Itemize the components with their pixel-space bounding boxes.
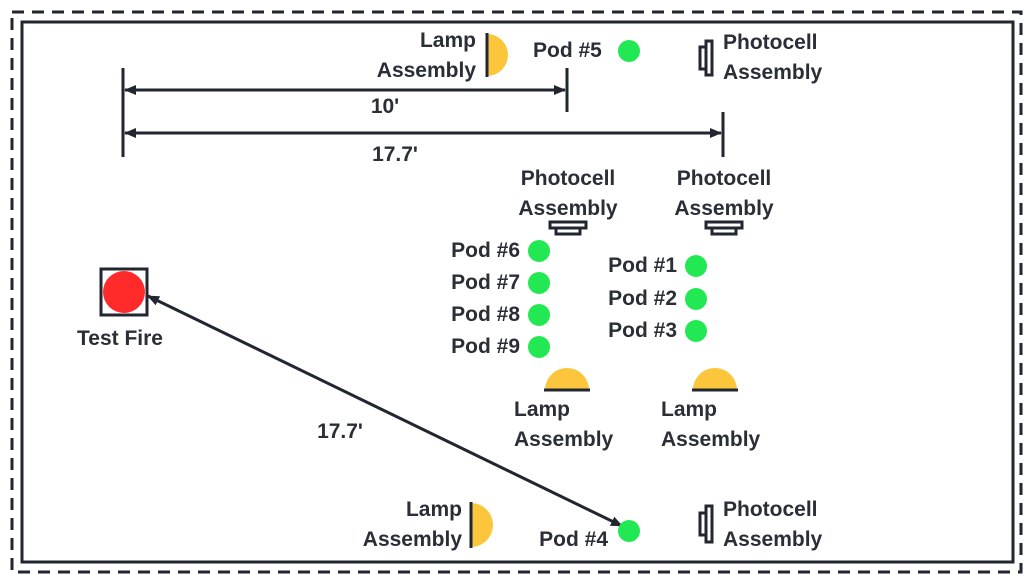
pod8-icon xyxy=(528,304,550,326)
photocell-mid-right-label: Photocell Assembly xyxy=(654,164,794,224)
pod2-label: Pod #2 xyxy=(608,287,677,310)
photocell-mid-right-icon xyxy=(704,220,744,236)
lamp-bottom-label-line2: Assembly xyxy=(362,528,462,551)
test-fire-frame xyxy=(99,267,149,317)
pod3-label: Pod #3 xyxy=(608,319,677,342)
lamp-top-icon xyxy=(485,33,508,77)
pod4-icon xyxy=(618,520,640,542)
inner-border xyxy=(20,20,1015,564)
pod1-label: Pod #1 xyxy=(608,254,677,277)
lamp-mid-right-label-line2: Assembly xyxy=(661,428,761,451)
lamp-top-label-line2: Assembly xyxy=(376,59,476,82)
dimension-label-17ft-top: 17.7' xyxy=(372,143,418,166)
dimension-label-10ft: 10' xyxy=(370,95,400,118)
photocell-top-label-line2: Assembly xyxy=(723,61,823,84)
pod5-label: Pod #5 xyxy=(533,39,602,62)
lamp-mid-right-label: Lamp Assembly xyxy=(661,395,760,455)
pod6-label: Pod #6 xyxy=(451,239,520,262)
lamp-mid-left-label-line2: Assembly xyxy=(514,428,614,451)
lamp-top-label-line1: Lamp xyxy=(419,29,476,52)
photocell-mid-right-label-line1: Photocell xyxy=(676,167,772,190)
dimension-label-17ft-diagonal: 17.7' xyxy=(317,420,363,443)
pod9-label: Pod #9 xyxy=(451,335,520,358)
lamp-bottom-label: Lamp Assembly xyxy=(326,495,462,555)
photocell-bottom-label: Photocell Assembly xyxy=(723,495,822,555)
photocell-mid-left-label: Photocell Assembly xyxy=(498,164,638,224)
photocell-bottom-icon xyxy=(698,504,714,544)
lamp-mid-right-icon xyxy=(692,368,738,392)
photocell-mid-right-label-line2: Assembly xyxy=(674,197,774,220)
pod9-icon xyxy=(528,336,550,358)
pod8-label: Pod #8 xyxy=(451,303,520,326)
outer-dashed-border xyxy=(10,10,1023,574)
lamp-bottom-label-line1: Lamp xyxy=(405,498,462,521)
dimension-arrow-diagonal xyxy=(147,294,623,528)
photocell-mid-left-label-line2: Assembly xyxy=(518,197,618,220)
lamp-mid-right-label-line1: Lamp xyxy=(661,398,718,421)
pod7-label: Pod #7 xyxy=(451,271,520,294)
lamp-mid-left-icon xyxy=(544,368,590,392)
test-fire-label: Test Fire xyxy=(77,327,163,350)
photocell-top-icon xyxy=(698,39,714,77)
photocell-bottom-label-line1: Photocell xyxy=(723,498,818,521)
pod7-icon xyxy=(528,272,550,294)
pod1-icon xyxy=(685,255,707,277)
pod5-icon xyxy=(618,40,640,62)
pod3-icon xyxy=(685,320,707,342)
pod4-label: Pod #4 xyxy=(539,528,608,551)
lamp-mid-left-label: Lamp Assembly xyxy=(514,395,613,455)
lamp-top-label: Lamp Assembly xyxy=(340,26,476,86)
pod2-icon xyxy=(685,288,707,310)
photocell-top-label: Photocell Assembly xyxy=(723,28,822,88)
lamp-mid-left-label-line1: Lamp xyxy=(514,398,571,421)
test-fire-icon xyxy=(103,271,145,313)
photocell-top-label-line1: Photocell xyxy=(723,31,818,54)
photocell-mid-left-label-line1: Photocell xyxy=(520,167,616,190)
lamp-bottom-icon xyxy=(469,502,493,548)
photocell-mid-left-icon xyxy=(548,220,588,236)
photocell-bottom-label-line2: Assembly xyxy=(723,528,823,551)
pod6-icon xyxy=(528,240,550,262)
